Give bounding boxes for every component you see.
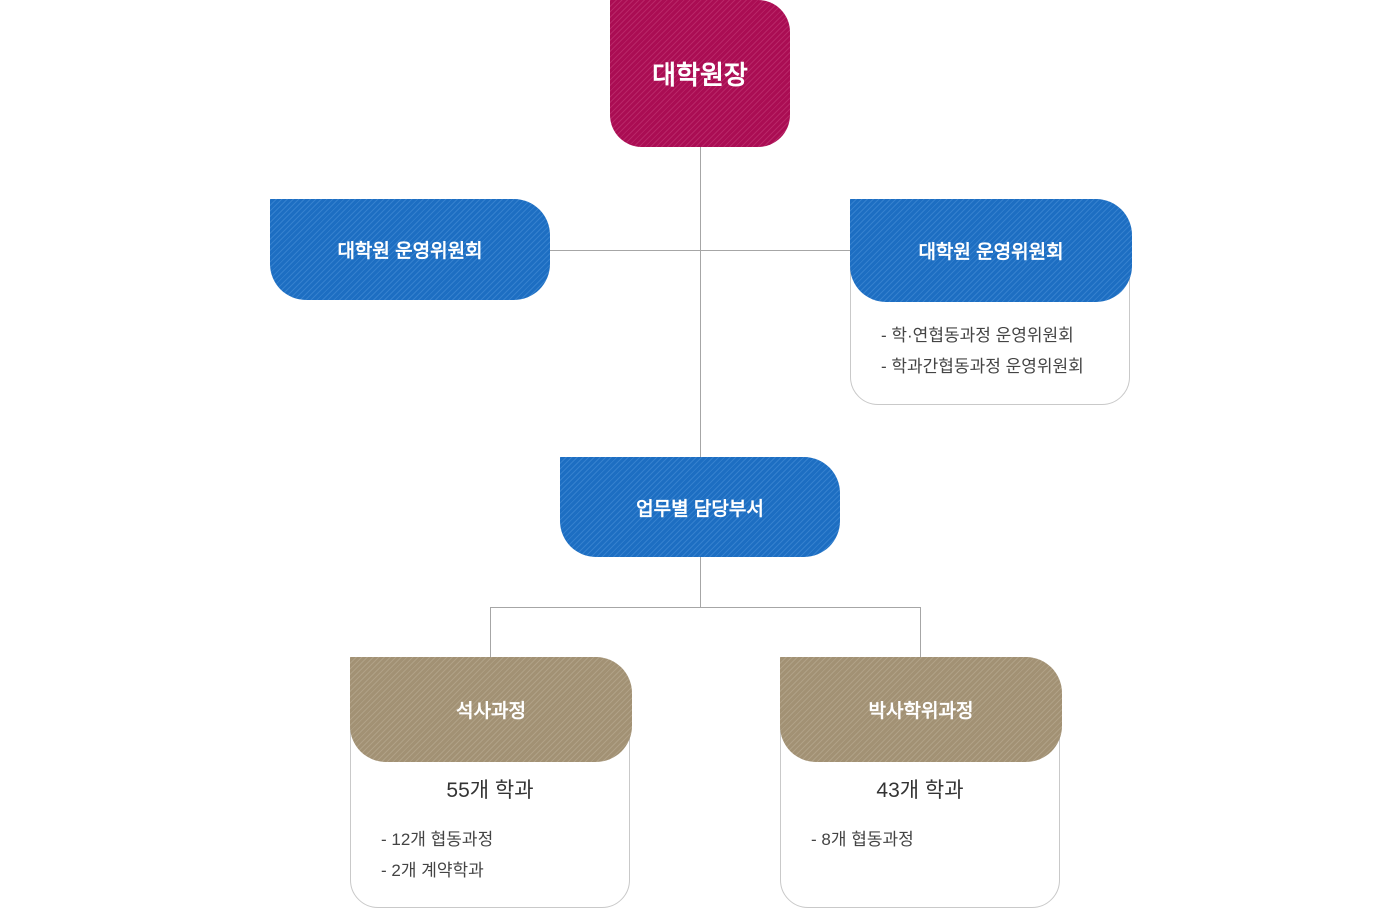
- masters-headline: 55개 학과: [446, 779, 534, 802]
- node-committee-left: 대학원 운영위원회: [270, 199, 550, 300]
- connector-branch: [490, 607, 920, 608]
- connector-drop-doctoral: [920, 607, 921, 657]
- doctoral-headline: 43개 학과: [876, 779, 964, 802]
- node-masters-label: 석사과정: [456, 701, 526, 722]
- card-committee-right: 대학원 운영위원회 - 학·연협동과정 운영위원회 - 학과간협동과정 운영위원…: [850, 199, 1132, 405]
- card-masters: 석사과정 55개 학과 - 12개 협동과정 - 2개 계약학과: [350, 657, 632, 908]
- connector-dept-down: [700, 557, 701, 607]
- node-doctoral: 박사학위과정: [780, 657, 1062, 762]
- node-dean: 대학원장: [610, 0, 790, 147]
- committee-right-list: - 학·연협동과정 운영위원회 - 학과간협동과정 운영위원회: [851, 320, 1129, 382]
- connector-drop-masters: [490, 607, 491, 657]
- doctoral-list: - 8개 협동과정: [781, 824, 1059, 855]
- node-dept: 업무별 담당부서: [560, 457, 840, 557]
- list-item: - 학과간협동과정 운영위원회: [881, 357, 1084, 376]
- connector-dean-to-dept: [700, 147, 701, 457]
- connector-committees: [550, 250, 850, 251]
- list-item: - 2개 계약학과: [381, 861, 484, 880]
- card-masters-body: 55개 학과 - 12개 협동과정 - 2개 계약학과: [351, 774, 629, 886]
- node-masters: 석사과정: [350, 657, 632, 762]
- node-committee-right-label: 대학원 운영위원회: [918, 242, 1064, 263]
- list-item: - 8개 협동과정: [811, 830, 914, 849]
- card-committee-right-body: - 학·연협동과정 운영위원회 - 학과간협동과정 운영위원회: [851, 320, 1129, 382]
- masters-list: - 12개 협동과정 - 2개 계약학과: [351, 824, 629, 886]
- list-item: - 12개 협동과정: [381, 830, 494, 849]
- list-item: - 학·연협동과정 운영위원회: [881, 326, 1074, 345]
- node-committee-left-label: 대학원 운영위원회: [337, 241, 483, 262]
- card-doctoral: 박사학위과정 43개 학과 - 8개 협동과정: [780, 657, 1062, 908]
- node-dept-label: 업무별 담당부서: [636, 498, 764, 520]
- node-committee-right: 대학원 운영위원회: [850, 199, 1132, 302]
- card-doctoral-body: 43개 학과 - 8개 협동과정: [781, 774, 1059, 855]
- node-doctoral-label: 박사학위과정: [868, 701, 974, 722]
- node-dean-label: 대학원장: [652, 60, 748, 90]
